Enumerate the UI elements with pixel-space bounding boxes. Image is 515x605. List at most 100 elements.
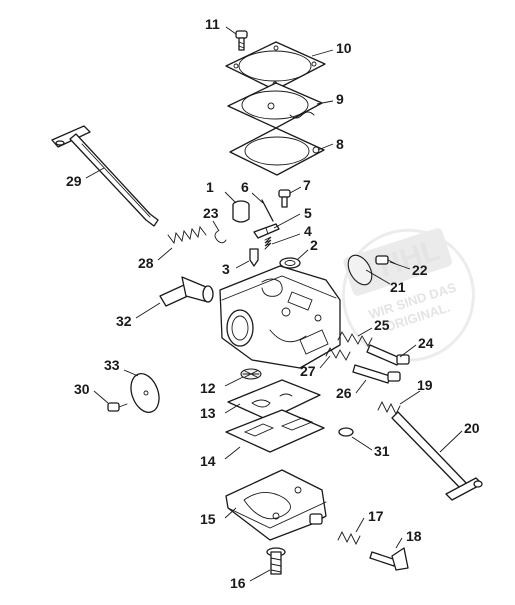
callout-8: 8: [336, 136, 344, 152]
clip-23: [214, 230, 227, 244]
leader-1: [224, 191, 237, 204]
callout-32: 32: [116, 313, 132, 329]
leader-22: [389, 261, 411, 270]
leader-8: [317, 143, 334, 151]
callout-16: 16: [230, 575, 246, 591]
callout-9: 9: [336, 91, 344, 107]
diaphragm-9: [227, 82, 323, 129]
callout-4: 4: [304, 223, 312, 239]
callout-28: 28: [138, 255, 154, 271]
leader-29: [85, 167, 105, 179]
leader-3: [235, 260, 250, 269]
spring-19: [377, 400, 401, 416]
callout-21: 21: [390, 279, 406, 295]
callout-30: 30: [74, 381, 90, 397]
leader-7: [289, 186, 302, 194]
leader-26: [355, 379, 367, 394]
screw-11: [235, 30, 248, 51]
callout-2: 2: [310, 237, 318, 253]
leader-6: [251, 192, 264, 204]
leader-25: [357, 327, 373, 337]
leader-27: [319, 355, 331, 369]
leader-15: [224, 507, 237, 519]
pump-cover-15: [225, 469, 327, 541]
lever-5: [253, 223, 280, 239]
leader-24: [399, 344, 417, 358]
leader-33: [123, 369, 139, 377]
carburetor-body: [219, 265, 341, 369]
pin-6: [261, 199, 274, 222]
callout-1: 1: [206, 179, 214, 195]
throttle-plate-21: [347, 254, 373, 286]
callout-10: 10: [336, 40, 352, 56]
callout-12: 12: [200, 380, 216, 396]
callout-17: 17: [368, 508, 384, 524]
callout-19: 19: [417, 377, 433, 393]
callout-18: 18: [406, 528, 422, 544]
watermark-circle: [341, 228, 475, 362]
callout-5: 5: [304, 205, 312, 221]
leader-14: [224, 446, 241, 460]
callout-15: 15: [200, 511, 216, 527]
washer-2: [279, 257, 301, 269]
callout-23: 23: [203, 205, 219, 221]
callout-33: 33: [104, 357, 120, 373]
leader-18: [395, 537, 403, 549]
leader-9: [316, 100, 334, 105]
callout-26: 26: [336, 385, 352, 401]
strainer-12: [240, 368, 262, 380]
leader-10: [311, 49, 334, 57]
callout-27: 27: [300, 363, 316, 379]
pump-diaphragm-13: [227, 379, 321, 421]
callout-31: 31: [374, 443, 390, 459]
adjust-screw-24: [366, 344, 410, 366]
leader-19: [399, 390, 421, 405]
callout-25: 25: [374, 317, 390, 333]
adjust-screw-26: [352, 364, 401, 384]
gasket-8: [229, 127, 325, 176]
choke-shaft-20: [391, 411, 483, 501]
leader-16: [249, 569, 271, 582]
leader-31: [351, 436, 373, 451]
spring-4: [264, 236, 272, 250]
leader-2: [297, 249, 309, 260]
callout-24: 24: [418, 335, 434, 351]
callout-14: 14: [200, 453, 216, 469]
spring-27: [325, 347, 351, 361]
spring-17: [337, 530, 361, 546]
throttle-plate-33: [130, 373, 160, 413]
leader-17: [355, 517, 365, 533]
callout-11: 11: [205, 16, 220, 32]
leader-4: [271, 233, 301, 245]
callout-13: 13: [200, 405, 216, 421]
leader-32: [135, 302, 161, 319]
leader-5: [273, 213, 301, 229]
gasket-14: [225, 409, 325, 453]
callout-6: 6: [241, 179, 249, 195]
leader-13: [224, 403, 241, 414]
leader-12: [224, 376, 244, 387]
screw-7: [278, 189, 291, 208]
leader-30: [93, 390, 109, 404]
leader-28: [157, 247, 173, 261]
screw-16: [266, 547, 286, 575]
callout-7: 7: [303, 177, 311, 193]
callout-labels: 1 2 3 4 5 6 7 8 9 10 11 12 13 14 15 16 1…: [66, 16, 480, 591]
cap-1: [232, 200, 250, 223]
screw-18: [369, 547, 409, 571]
leader-20: [439, 430, 463, 453]
leader-11: [225, 26, 237, 35]
screw-30: [107, 402, 128, 412]
needle-3: [249, 248, 259, 267]
callout-22: 22: [412, 262, 428, 278]
fitting-32: [159, 276, 214, 307]
leader-21: [365, 269, 391, 285]
leader-lines: [85, 26, 463, 582]
callout-3: 3: [222, 261, 230, 277]
leader-23: [212, 220, 220, 232]
callout-20: 20: [464, 420, 480, 436]
callout-29: 29: [66, 173, 82, 189]
spring-25: [337, 331, 373, 347]
throttle-shaft-29: [51, 125, 159, 227]
